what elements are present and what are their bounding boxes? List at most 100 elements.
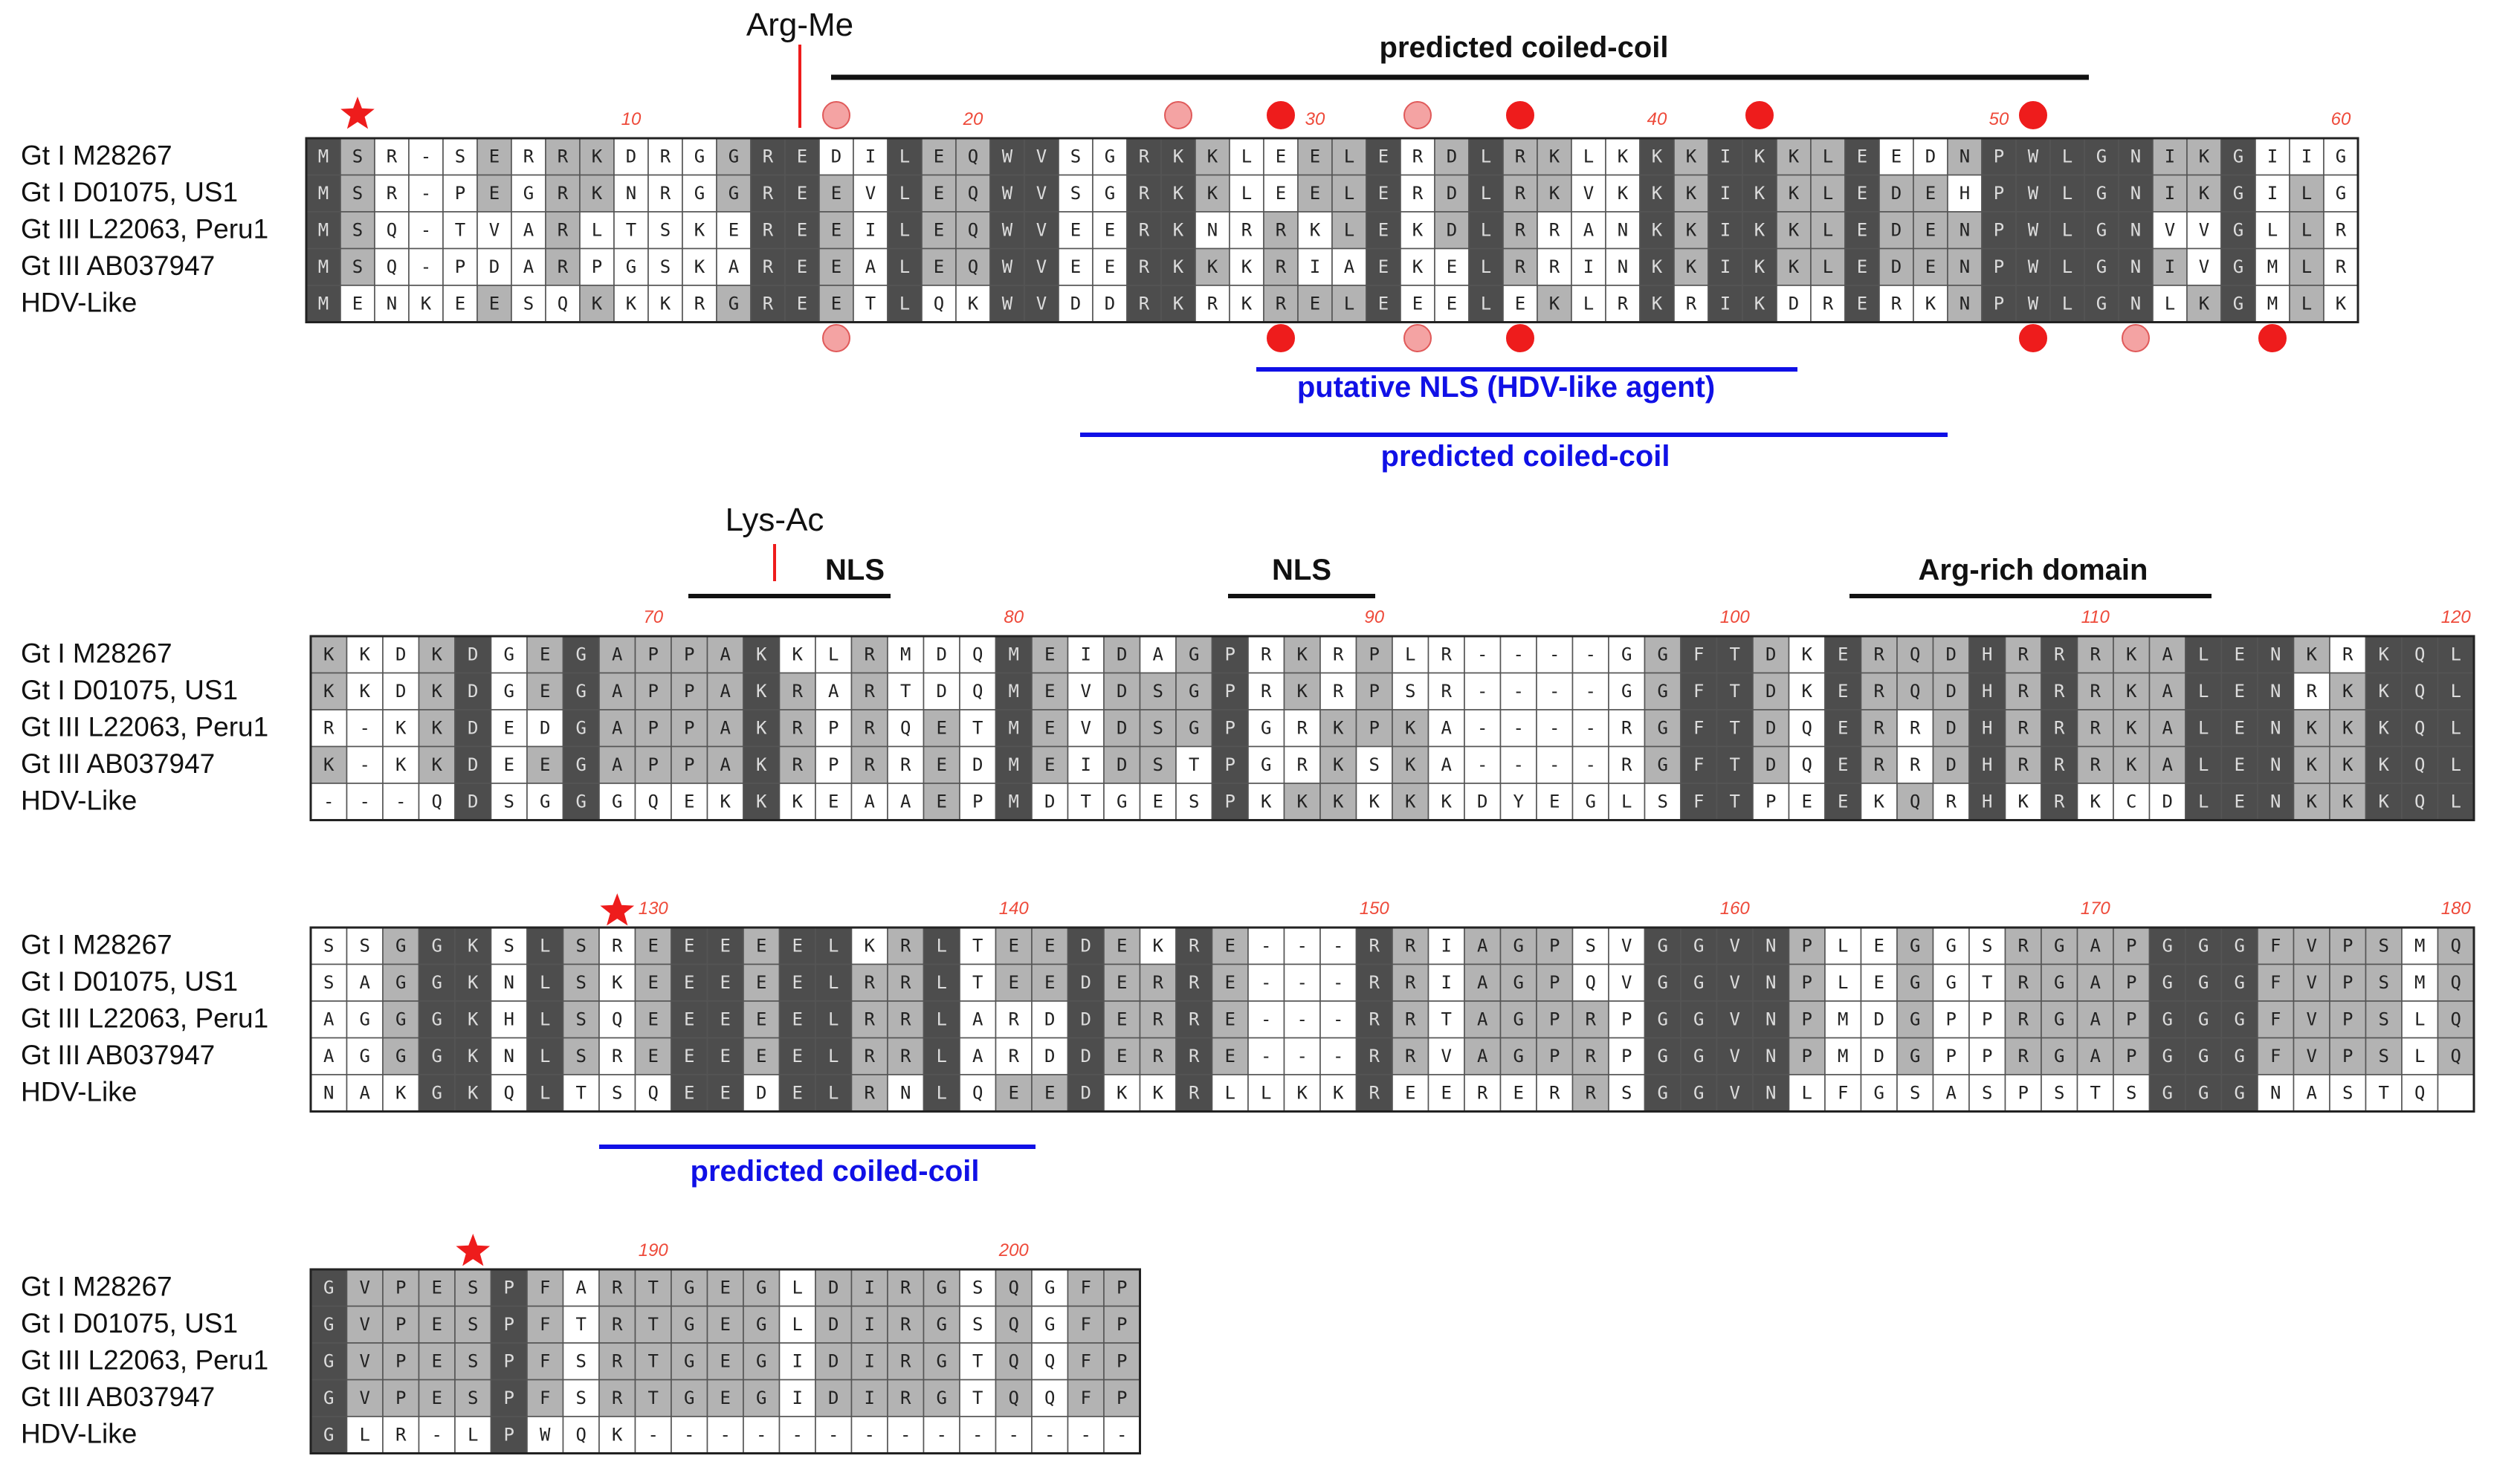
residue-letter: W <box>1002 183 1013 204</box>
residue-letter: G <box>694 146 705 167</box>
residue-letter: - <box>432 1425 442 1446</box>
residue-letter: P <box>648 754 659 775</box>
residue-letter: A <box>612 718 623 739</box>
residue-cell <box>382 672 420 711</box>
residue-letter: K <box>1310 220 1321 241</box>
residue-cell <box>598 745 636 784</box>
residue-letter: R <box>2018 754 2029 775</box>
sequence-name: Gt III AB037947 <box>21 748 215 779</box>
residue-letter: E <box>756 1046 766 1066</box>
residue-cell <box>442 211 478 250</box>
residue-letter: K <box>1686 220 1697 241</box>
heptad-position-dot <box>2258 324 2287 352</box>
residue-cell <box>1896 709 1934 748</box>
residue-letter: K <box>1802 681 1813 702</box>
residue-cell <box>1810 285 1846 323</box>
residue-letter: G <box>1693 1009 1704 1030</box>
residue-letter: K <box>421 294 432 314</box>
residue-letter: L <box>592 220 602 241</box>
residue-letter: D <box>489 256 500 277</box>
residue-cell <box>2015 174 2051 213</box>
residue-letter: - <box>360 718 370 739</box>
residue-letter: R <box>1586 1009 1597 1030</box>
residue-letter: D <box>1117 644 1127 665</box>
residue-cell <box>706 1305 744 1344</box>
residue-letter: P <box>1982 1046 1992 1066</box>
residue-letter: E <box>1515 294 1525 314</box>
residue-letter: K <box>1173 146 1184 167</box>
residue-letter: E <box>1838 644 1848 665</box>
residue-letter: N <box>2130 183 2141 204</box>
residue-letter: - <box>1297 1009 1308 1030</box>
position-tick-label: 200 <box>998 1240 1030 1260</box>
residue-cell <box>2220 927 2258 965</box>
residue-cell <box>598 1000 636 1039</box>
residue-letter: D <box>468 754 478 775</box>
residue-letter: G <box>2233 294 2243 314</box>
residue-letter: D <box>1789 294 1799 314</box>
residue-letter: - <box>1117 1425 1127 1446</box>
residue-letter: K <box>1652 294 1663 314</box>
residue-letter: E <box>934 183 944 204</box>
residue-letter: A <box>2162 644 2174 665</box>
residue-cell <box>2323 247 2359 286</box>
residue-cell <box>1175 672 1213 711</box>
residue-cell <box>1319 927 1357 965</box>
residue-cell <box>850 1000 888 1039</box>
residue-letter: Q <box>2414 754 2425 775</box>
residue-cell <box>2049 174 2085 213</box>
residue-letter: N <box>2270 792 2281 812</box>
residue-letter: L <box>1823 146 1833 167</box>
residue-letter: D <box>1081 936 1091 957</box>
residue-letter: L <box>1838 936 1848 957</box>
residue-letter: N <box>504 972 514 993</box>
residue-letter: R <box>2018 1009 2029 1030</box>
residue-letter: N <box>626 183 636 204</box>
residue-letter: G <box>2096 183 2107 204</box>
residue-letter: G <box>1105 146 1115 167</box>
residue-letter: A <box>1583 220 1595 241</box>
residue-letter: G <box>728 146 739 167</box>
residue-letter: G <box>1910 936 1920 957</box>
residue-letter: K <box>2126 681 2137 702</box>
residue-cell <box>1536 783 1574 821</box>
residue-letter: N <box>900 1083 911 1104</box>
residue-cell <box>1968 672 2006 711</box>
residue-letter: G <box>2054 936 2064 957</box>
residue-cell <box>1716 783 1754 821</box>
residue-letter: R <box>1549 220 1560 241</box>
residue-letter: G <box>2336 146 2346 167</box>
residue-letter: D <box>1447 183 1457 204</box>
residue-letter: G <box>728 294 739 314</box>
residue-letter: L <box>828 1046 839 1066</box>
residue-letter: E <box>831 256 841 277</box>
residue-letter: V <box>360 1388 370 1408</box>
residue-cell <box>1644 783 1681 821</box>
residue-letter: E <box>720 1046 731 1066</box>
residue-letter: E <box>1117 936 1127 957</box>
residue-cell <box>1211 1074 1249 1113</box>
residue-cell <box>2049 285 2085 323</box>
residue-letter: L <box>899 220 910 241</box>
residue-letter: E <box>797 256 807 277</box>
residue-cell <box>1400 137 1435 176</box>
sequence-name: Gt I M28267 <box>21 638 172 669</box>
residue-letter: - <box>421 256 431 277</box>
residue-letter: - <box>828 1425 839 1446</box>
residue-letter: E <box>489 183 500 204</box>
residue-letter: P <box>1549 972 1560 993</box>
residue-letter: R <box>2336 256 2347 277</box>
residue-letter: W <box>2028 183 2039 204</box>
residue-letter: L <box>828 1009 839 1030</box>
residue-cell <box>778 927 816 965</box>
residue-letter: W <box>2028 146 2039 167</box>
residue-letter: R <box>1946 792 1957 812</box>
residue-cell <box>562 1037 600 1075</box>
residue-cell <box>887 1000 925 1039</box>
residue-letter: R <box>1333 644 1344 665</box>
residue-letter: E <box>937 792 947 812</box>
residue-letter: R <box>612 936 623 957</box>
residue-cell <box>750 137 786 176</box>
residue-letter: K <box>1549 294 1560 314</box>
residue-cell <box>1229 247 1264 286</box>
